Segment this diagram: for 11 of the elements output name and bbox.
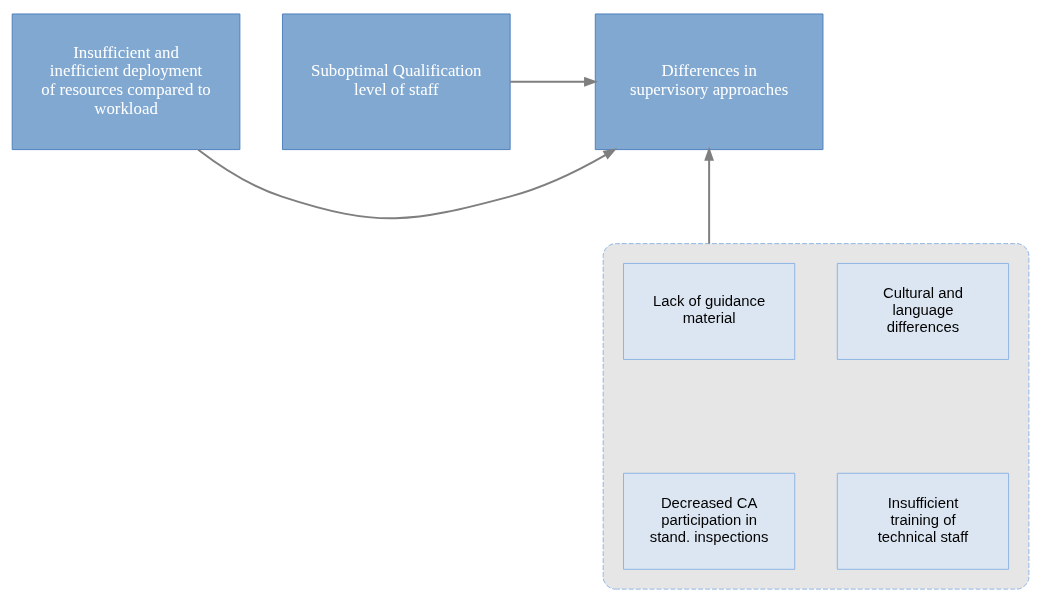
node-box: Insufficient training of technical staff — [836, 472, 1010, 570]
arrow — [509, 76, 598, 87]
node-box: Insufficient and inefficient deployment of resources compared to workload — [11, 13, 241, 151]
node-box: Suboptimal Qualification level of staff — [281, 13, 511, 151]
cluster — [602, 243, 1030, 590]
node-box: Decreased CA participation in stand. inspections — [623, 472, 796, 570]
arrow — [704, 146, 714, 245]
node-box: Cultural and language differences — [836, 262, 1010, 360]
node-box: Differences in supervisory approaches — [594, 13, 824, 151]
arrow — [197, 148, 617, 220]
node-box: Lack of guidance material — [623, 262, 796, 360]
